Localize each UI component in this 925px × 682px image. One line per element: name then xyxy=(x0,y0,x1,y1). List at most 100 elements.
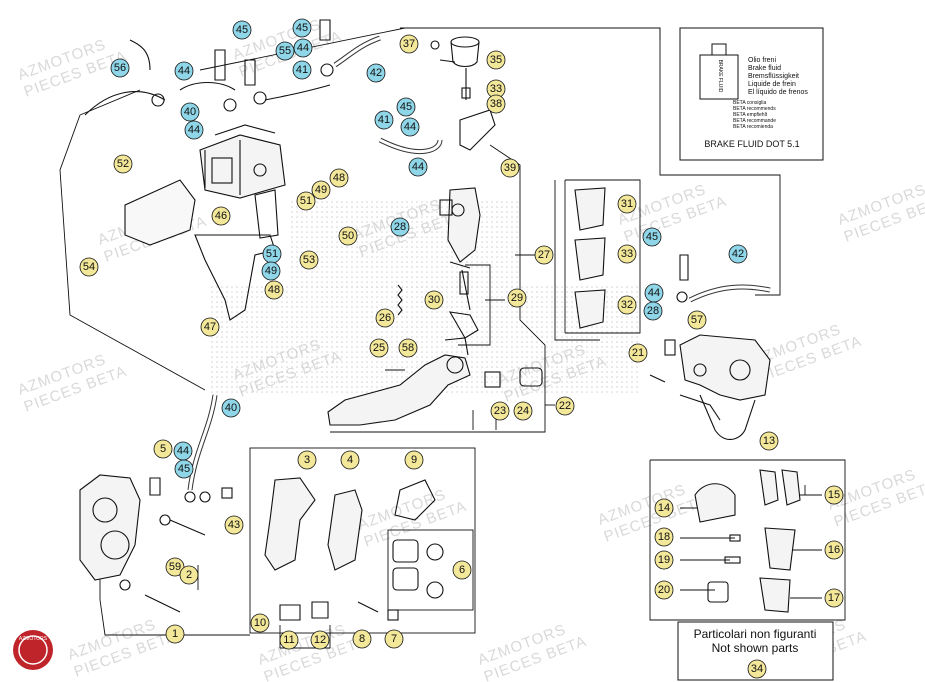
callout-48: 48 xyxy=(264,280,284,300)
callout-circle xyxy=(79,257,99,277)
callout-44: 44 xyxy=(400,117,420,137)
fluid-line-de: Bremsflüssigkeit xyxy=(748,73,799,80)
callout-33: 33 xyxy=(617,244,637,264)
callout-number: 18 xyxy=(658,531,670,543)
callout-number: 54 xyxy=(83,261,95,273)
callout-number: 3 xyxy=(304,454,310,466)
callout-number: 45 xyxy=(646,231,658,243)
callout-49: 49 xyxy=(261,261,281,281)
callout-number: 34 xyxy=(751,663,763,675)
callout-circle xyxy=(399,34,419,54)
callout-circle xyxy=(687,310,707,330)
callout-circle xyxy=(642,227,662,247)
callout-number: 8 xyxy=(359,633,365,645)
return-spring xyxy=(397,284,403,316)
callout-number: 30 xyxy=(428,294,440,306)
callout-circle xyxy=(507,288,527,308)
callout-6: 6 xyxy=(452,560,472,580)
callout-circle xyxy=(654,550,674,570)
callout-45: 45 xyxy=(642,227,662,247)
callout-circle xyxy=(759,431,779,451)
callout-circle xyxy=(110,58,130,78)
callout-52: 52 xyxy=(113,154,133,174)
fluid-line-it: Olio freni xyxy=(748,57,776,64)
callout-44: 44 xyxy=(173,441,193,461)
callout-number: 23 xyxy=(494,405,506,417)
callout-circle xyxy=(279,630,299,650)
callout-15: 15 xyxy=(824,485,844,505)
callout-23: 23 xyxy=(490,401,510,421)
callout-28: 28 xyxy=(643,301,663,321)
callout-circle xyxy=(404,450,424,470)
callout-number: 45 xyxy=(236,24,248,36)
callout-number: 32 xyxy=(621,299,633,311)
callout-54: 54 xyxy=(79,257,99,277)
callout-number: 14 xyxy=(658,502,670,514)
callout-number: 51 xyxy=(300,195,312,207)
not-shown-title-en: Not shown parts xyxy=(712,641,799,655)
callout-number: 45 xyxy=(400,101,412,113)
callout-circle xyxy=(369,338,389,358)
callout-number: 6 xyxy=(459,564,465,576)
callout-45: 45 xyxy=(232,20,252,40)
callout-circle xyxy=(824,485,844,505)
callout-number: 31 xyxy=(621,198,633,210)
callout-number: 48 xyxy=(333,172,345,184)
callout-47: 47 xyxy=(200,317,220,337)
callout-58: 58 xyxy=(398,338,418,358)
callout-circle xyxy=(292,18,312,38)
callout-circle xyxy=(174,459,194,479)
callout-33: 33 xyxy=(486,79,506,99)
callout-circle xyxy=(165,557,185,577)
callout-circle xyxy=(408,157,428,177)
callout-number: 45 xyxy=(296,22,308,34)
callout-number: 57 xyxy=(691,314,703,326)
callout-13: 13 xyxy=(759,431,779,451)
pad-4 xyxy=(327,489,363,571)
callout-number: 58 xyxy=(402,342,414,354)
spring-9 xyxy=(394,479,436,521)
brake-fluid-box: BRAKE FLUID Olio freni Brake fluid Brems… xyxy=(679,27,824,161)
callout-2: 2 xyxy=(179,565,199,585)
callout-number: 49 xyxy=(265,265,277,277)
callout-14: 14 xyxy=(654,498,674,518)
callout-circle xyxy=(824,540,844,560)
callout-11: 11 xyxy=(279,630,299,650)
brand-logo: AZMOTORS xyxy=(13,630,53,670)
callout-circle xyxy=(338,226,358,246)
callout-3: 3 xyxy=(297,450,317,470)
callout-circle xyxy=(211,206,231,226)
callout-27: 27 xyxy=(534,245,554,265)
callout-number: 44 xyxy=(177,445,189,457)
callout-circle xyxy=(311,180,331,200)
callout-number: 42 xyxy=(370,67,382,79)
callout-circle xyxy=(221,398,241,418)
callout-number: 5 xyxy=(160,443,166,455)
callout-number: 35 xyxy=(490,54,502,66)
fluid-bottle-icon: BRAKE FLUID xyxy=(699,43,739,100)
callout-number: 20 xyxy=(658,584,670,596)
callout-circle xyxy=(352,629,372,649)
callout-41: 41 xyxy=(292,60,312,80)
callout-number: 49 xyxy=(315,184,327,196)
callout-4: 4 xyxy=(340,450,360,470)
callout-number: 55 xyxy=(279,45,291,57)
callout-number: 45 xyxy=(178,463,190,475)
callout-number: 44 xyxy=(188,124,200,136)
callout-57: 57 xyxy=(687,310,707,330)
callout-5: 5 xyxy=(153,439,173,459)
callout-circle xyxy=(400,117,420,137)
callout-circle xyxy=(555,396,575,416)
bottle-label: BRAKE FLUID xyxy=(717,60,723,93)
callout-circle xyxy=(617,194,637,214)
callout-25: 25 xyxy=(369,338,389,358)
recommend-line-de: BETA empfiehlt xyxy=(733,112,768,118)
hose-top-left xyxy=(84,91,166,116)
callout-number: 22 xyxy=(559,400,571,412)
callout-circle xyxy=(113,154,133,174)
callout-number: 40 xyxy=(225,402,237,414)
callout-44: 44 xyxy=(408,157,428,177)
callout-number: 33 xyxy=(621,248,633,260)
callout-44: 44 xyxy=(174,61,194,81)
callout-38: 38 xyxy=(486,94,506,114)
